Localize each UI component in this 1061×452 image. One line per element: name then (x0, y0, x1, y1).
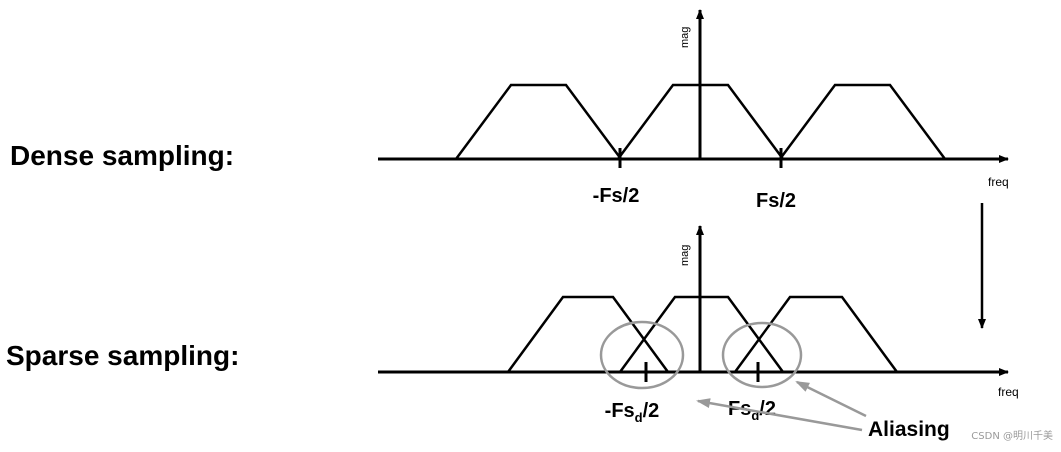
dense-tick-left-label: -Fs/2 (593, 185, 640, 207)
aliasing-label: Aliasing (868, 418, 950, 441)
dense-x-axis-label: freq (988, 175, 1009, 189)
sparse-plot: mag freq -Fsd/2 Fsd/2 (378, 225, 1019, 425)
dense-sampling-label: Dense sampling: (10, 140, 235, 171)
aliasing-annotation: Aliasing (696, 380, 950, 441)
sparse-tick-left-label: -Fsd/2 (605, 400, 660, 425)
aliasing-circle-right (721, 321, 803, 389)
watermark: CSDN @明川千美 (971, 431, 1053, 442)
sparse-y-axis-label: mag (679, 245, 691, 266)
dense-plot: mag freq -Fs/2 Fs/2 (378, 9, 1009, 212)
sparse-sampling-label: Sparse sampling: (6, 340, 240, 371)
aliasing-circle-left (599, 320, 685, 390)
aliasing-arrow-upper (795, 380, 867, 418)
dense-y-axis-label: mag (679, 27, 691, 48)
dense-spectrum-right (778, 83, 947, 160)
dense-spectrum-left (454, 83, 623, 160)
sparse-spectrum-center (618, 295, 785, 373)
dense-spectrum-center (616, 83, 785, 160)
sparse-x-axis-label: freq (998, 385, 1019, 399)
dense-tick-right-label: Fs/2 (756, 190, 796, 212)
sparse-spectrum-left (506, 295, 670, 373)
aliasing-arrow-lower (696, 398, 863, 432)
sparse-spectrum-right (733, 295, 899, 373)
